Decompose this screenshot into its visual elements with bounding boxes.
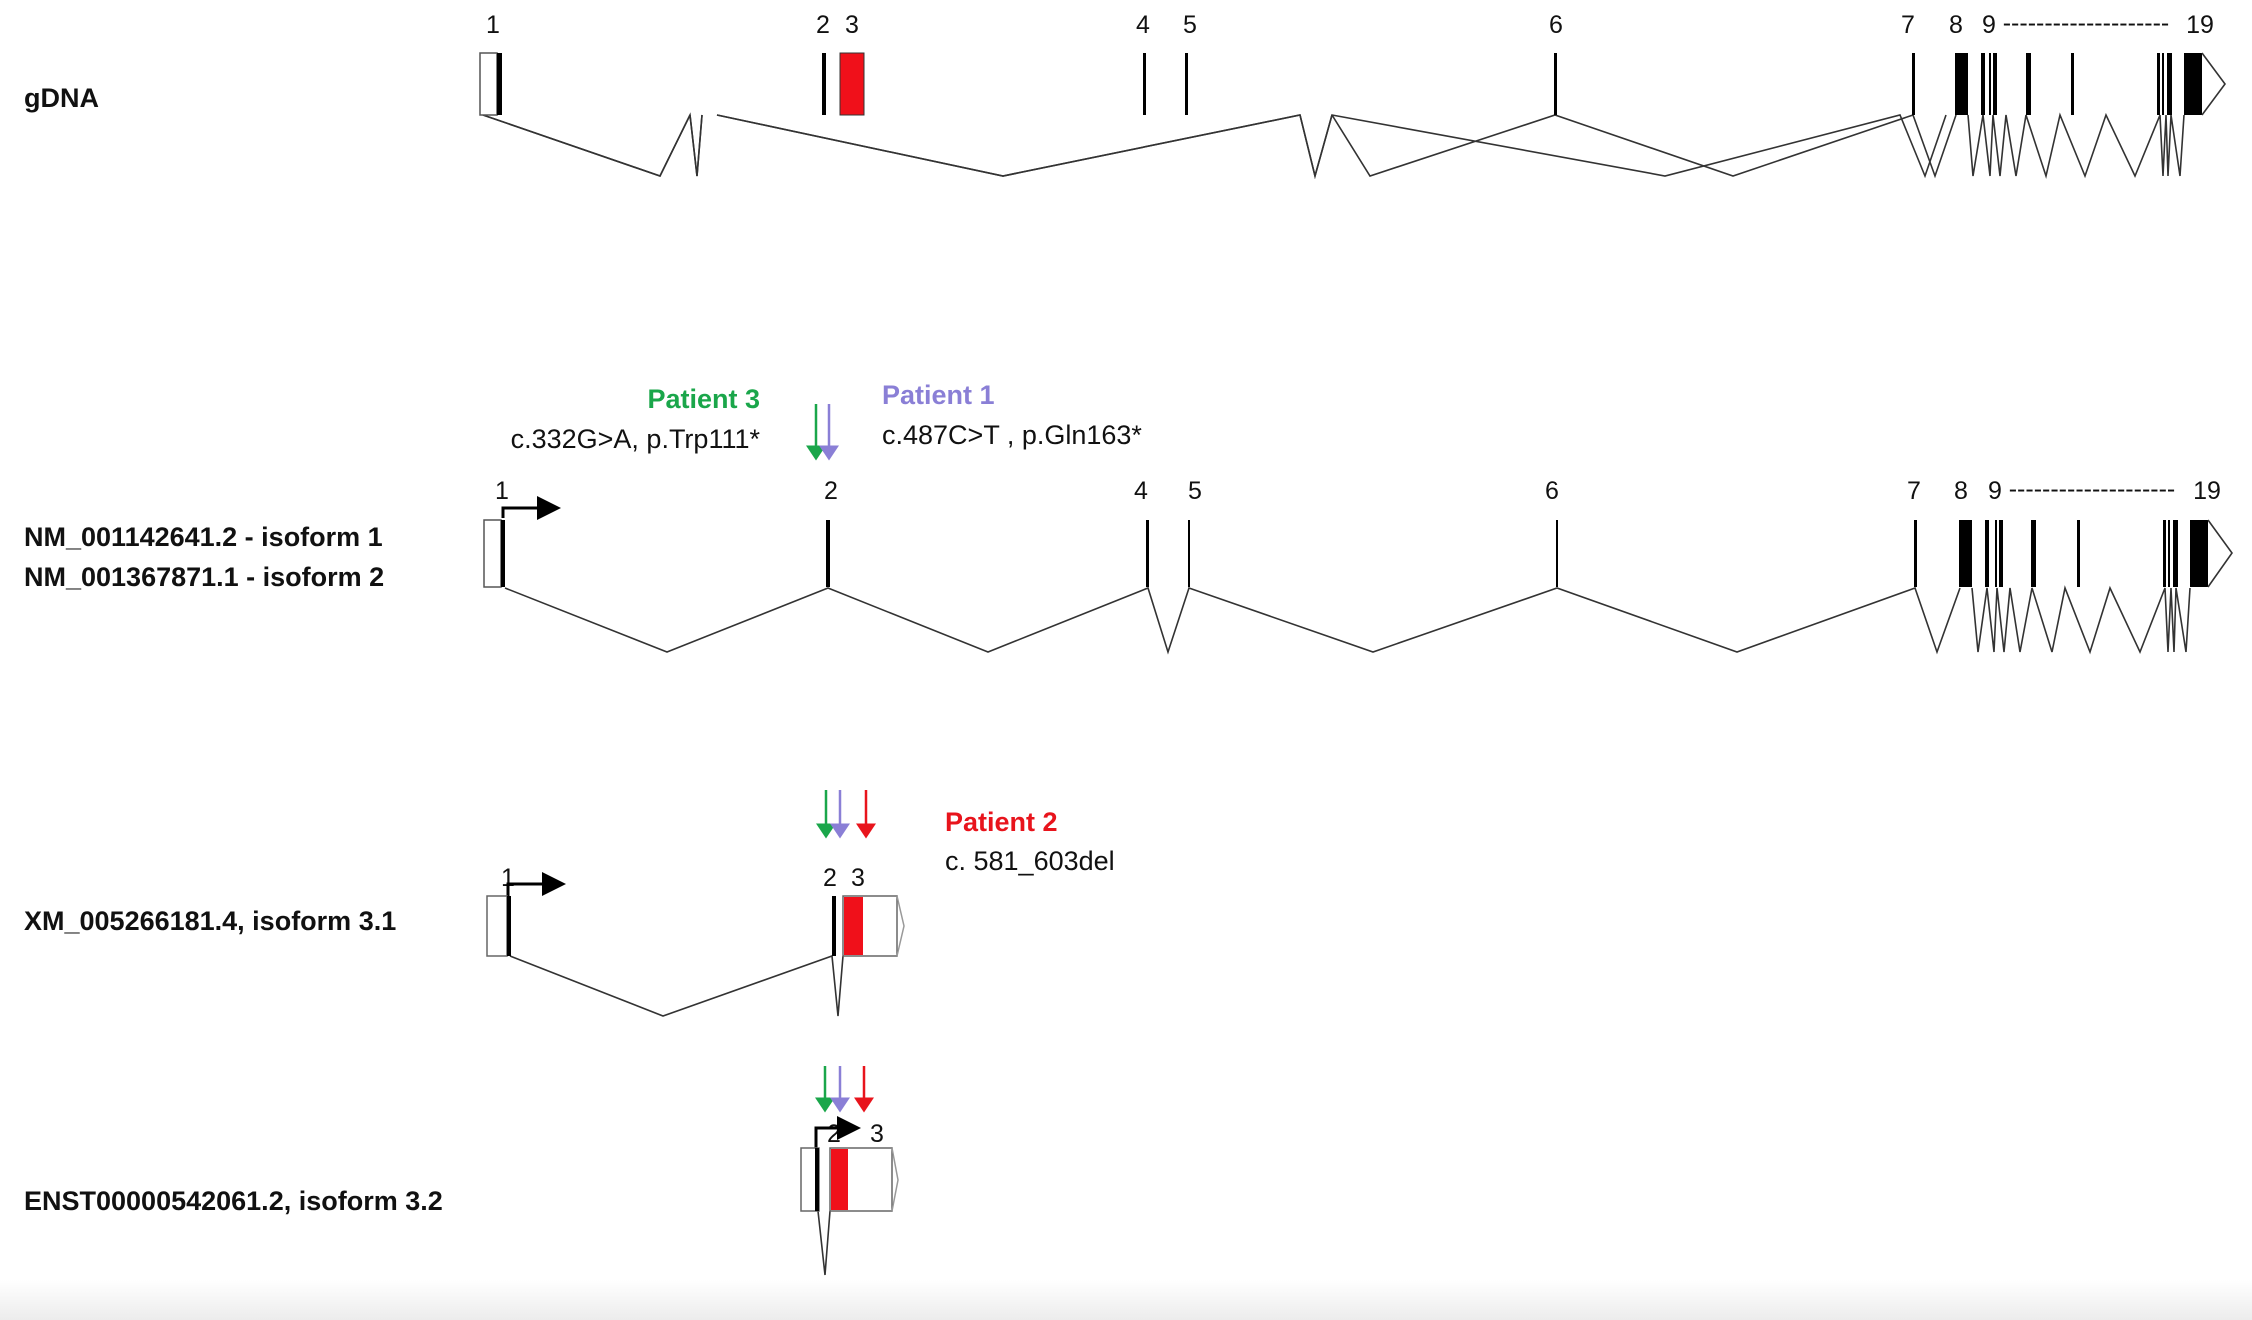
exon-number: 2: [824, 477, 838, 505]
exon-number: 3: [870, 1120, 884, 1148]
gdna-exons: [479, 52, 2226, 116]
exon-9: [1985, 520, 1989, 587]
exon: [2031, 520, 2036, 587]
exon-number: 9: [1982, 11, 1996, 39]
track-label-isoform1: NM_001142641.2 - isoform 1: [24, 522, 383, 552]
exon-7: [1914, 520, 1917, 587]
patient-3-variant: c.332G>A, p.Trp111*: [511, 424, 761, 454]
isoform-1-2-track: 1 2 4 5 6 7 8 9 -------------------- 19: [483, 475, 2233, 655]
exon-19: [2184, 53, 2202, 115]
transcription-start-arrow: [506, 872, 566, 896]
exon-number: 19: [2193, 477, 2221, 505]
exon-3-mutated: [839, 52, 865, 116]
exon-number: 5: [1188, 477, 1202, 505]
exon-number: 1: [495, 477, 509, 505]
exon-6: [1554, 53, 1557, 115]
exon-number: 2: [816, 11, 830, 39]
exon: [1993, 53, 1997, 115]
exon-2: [826, 520, 830, 587]
exon-19: [2190, 520, 2208, 587]
exon: [2077, 520, 2080, 587]
gdna-track: 1 2 3 4 5 6 7 8 9 -------------------- 1…: [479, 9, 2226, 180]
exon-number: 1: [486, 11, 500, 39]
exon-range-dashes: --------------------: [2003, 9, 2170, 37]
exon-number: 6: [1545, 477, 1559, 505]
exon-number: 5: [1183, 11, 1197, 39]
exon: [1989, 53, 1991, 115]
exon-number: 9: [1988, 477, 2002, 505]
exon: [2071, 53, 2074, 115]
exon-3-end: [891, 1147, 899, 1212]
exon-7: [1912, 53, 1915, 115]
exon: [2163, 520, 2166, 587]
exon: [2026, 53, 2031, 115]
exon-number: 6: [1549, 11, 1563, 39]
exon-number: 8: [1949, 11, 1963, 39]
exon-number: 4: [1134, 477, 1148, 505]
exon-number: 4: [1136, 11, 1150, 39]
gdna-exon-numbers: 1 2 3 4 5 6 7 8 9 -------------------- 1…: [486, 9, 2214, 39]
track-label-gdna: gDNA: [24, 83, 99, 113]
exon-1-utr: [479, 52, 498, 116]
track-label-isoform3-2: ENST00000542061.2, isoform 3.2: [24, 1186, 443, 1216]
exon-4: [1146, 520, 1149, 587]
exon-range-dashes: --------------------: [2009, 475, 2176, 503]
exon-number: 7: [1901, 11, 1915, 39]
exon: [2173, 520, 2178, 587]
exon: [2168, 520, 2170, 587]
exon-number: 3: [851, 864, 865, 892]
patient-3-label: Patient 3: [647, 384, 760, 414]
exon: [1995, 520, 1997, 587]
exon-3-mutated: [831, 1149, 848, 1210]
bottom-shadow: [0, 1280, 2252, 1320]
exon-number: 3: [845, 11, 859, 39]
patient-annotations: Patient 3 c.332G>A, p.Trp111* Patient 1 …: [511, 380, 1142, 461]
exon-2: [815, 1148, 819, 1211]
exon-1: [507, 896, 511, 956]
patient-1-label: Patient 1: [882, 380, 995, 410]
exon: [1999, 520, 2003, 587]
exon: [2162, 53, 2164, 115]
patient-2-label: Patient 2: [945, 807, 1058, 837]
exon-number: 19: [2186, 11, 2214, 39]
exon-number: 2: [827, 1120, 841, 1148]
gdna-introns: [482, 112, 703, 177]
exon-number: 2: [823, 864, 837, 892]
exon-2: [822, 53, 826, 115]
exon-9: [1981, 53, 1985, 115]
exon-8: [1955, 53, 1968, 115]
exon-19-utr: [2207, 519, 2233, 588]
exon-3-end: [896, 895, 905, 957]
isoform-3-2-track: 2 3: [800, 1066, 899, 1276]
exon-6: [1556, 520, 1558, 587]
exon-19-utr: [2201, 52, 2226, 116]
track-label-isoform2: NM_001367871.1 - isoform 2: [24, 562, 384, 592]
exon-1: [501, 520, 505, 587]
exon-number: 8: [1954, 477, 1968, 505]
exon-1-utr: [483, 519, 502, 588]
exon-8: [1959, 520, 1972, 587]
transcription-start-arrow: [814, 1116, 861, 1148]
exon-5: [1188, 520, 1190, 587]
exon-2: [832, 896, 836, 956]
exon: [2157, 53, 2160, 115]
exon-5: [1185, 53, 1188, 115]
exon-1-utr: [486, 895, 508, 957]
exon-number: 7: [1907, 477, 1921, 505]
exon-1: [497, 53, 502, 115]
exon-4: [1143, 53, 1146, 115]
patient-2-variant: c. 581_603del: [945, 846, 1115, 876]
track-label-isoform3-1: XM_005266181.4, isoform 3.1: [24, 906, 396, 936]
exon: [2167, 53, 2172, 115]
transcription-start-arrow: [501, 496, 561, 520]
isoform-3-1-track: Patient 2 c. 581_603del 1 2 3: [486, 790, 1115, 1017]
exon-3-mutated: [844, 897, 863, 955]
patient-1-variant: c.487C>T , p.Gln163*: [882, 420, 1142, 450]
